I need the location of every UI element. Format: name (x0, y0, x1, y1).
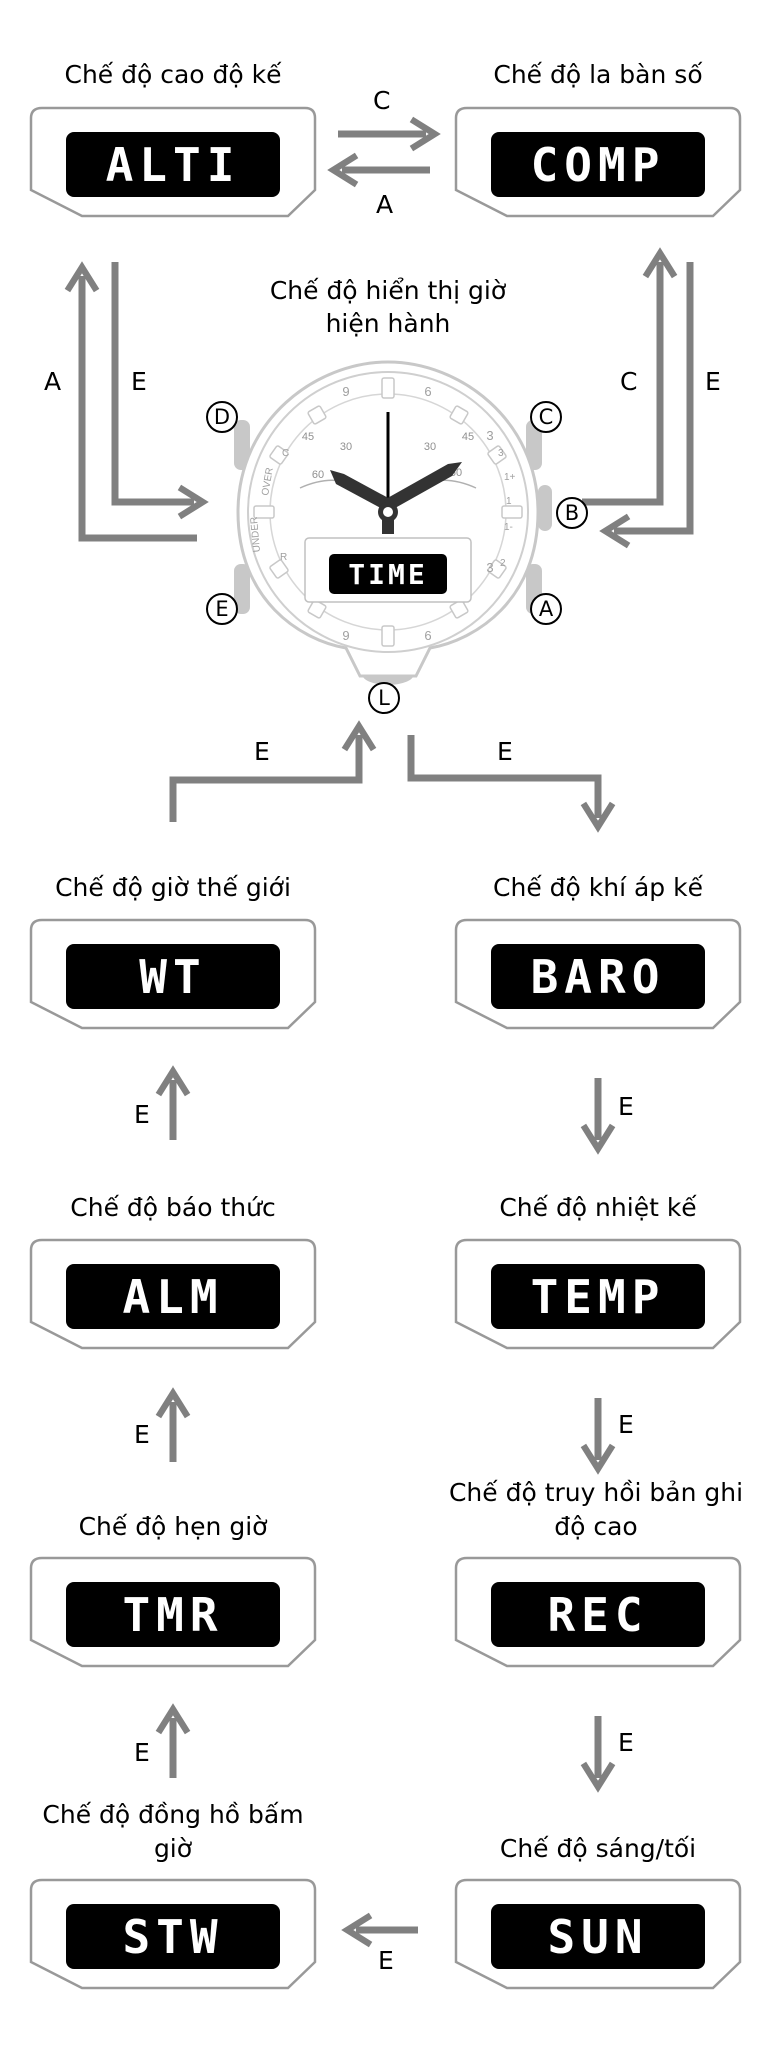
button-l[interactable]: L (368, 682, 400, 714)
lcd-comp: COMP (531, 138, 666, 192)
lcd-sun: SUN (547, 1910, 648, 1964)
key-time-to-comp: C (620, 367, 638, 396)
key-alti-to-comp: C (373, 86, 391, 115)
svg-text:2: 2 (500, 558, 506, 569)
panel-sun: SUN (454, 1878, 742, 1990)
panel-stw: STW (29, 1878, 317, 1990)
label-rec-line1: Chế độ truy hồi bản ghi (448, 1478, 744, 1507)
panel-tmr: TMR (29, 1556, 317, 1668)
watch: 9 6 3 3 6 9 45 30 60 30 60 45 OVER UNDER… (234, 360, 552, 685)
label-wt: Chế độ giờ thế giới (55, 873, 291, 902)
svg-text:1: 1 (506, 496, 512, 507)
svg-text:OVER: OVER (260, 467, 276, 497)
key-stw-to-tmr: E (134, 1738, 150, 1767)
lcd-alm: ALM (122, 1270, 223, 1324)
arrow-wt-to-time (169, 720, 377, 822)
panel-rec: REC (454, 1556, 742, 1668)
button-c[interactable]: C (530, 401, 562, 433)
key-comp-to-time: E (705, 367, 721, 396)
arrow-time-to-alti (64, 261, 197, 542)
svg-text:30: 30 (340, 441, 352, 453)
panel-temp: TEMP (454, 1238, 742, 1350)
svg-text:45: 45 (462, 431, 474, 443)
svg-text:45: 45 (302, 431, 314, 443)
svg-text:9: 9 (342, 384, 349, 399)
lcd-alti: ALTI (106, 138, 241, 192)
key-time-to-baro: E (497, 737, 513, 766)
button-e-body (234, 564, 250, 614)
lcd-temp: TEMP (531, 1270, 666, 1324)
lcd-rec: REC (547, 1588, 648, 1642)
arrow-time-to-baro (407, 735, 616, 833)
label-alm: Chế độ báo thức (70, 1193, 276, 1222)
key-baro-to-temp: E (618, 1092, 634, 1121)
button-d-body (234, 420, 250, 470)
svg-text:9: 9 (342, 628, 349, 643)
button-b-body (538, 485, 552, 531)
label-stw-line2: giờ (153, 1834, 193, 1863)
key-sun-to-stw: E (378, 1946, 394, 1975)
key-comp-to-alti: A (376, 190, 394, 219)
key-alti-to-time: E (131, 367, 147, 396)
key-tmr-to-alm: E (134, 1420, 150, 1449)
arrow-time-to-comp (582, 247, 678, 506)
svg-text:3: 3 (486, 428, 493, 443)
label-temp: Chế độ nhiệt kế (499, 1193, 697, 1222)
panel-comp: COMP (454, 106, 742, 218)
lcd-baro: BARO (531, 950, 666, 1004)
label-time-line1: Chế độ hiển thị giờ (269, 276, 507, 305)
label-stw-line1: Chế độ đồng hồ bấm (42, 1800, 304, 1829)
panel-baro: BARO (454, 918, 742, 1030)
key-wt-to-time: E (254, 737, 270, 766)
key-temp-to-rec: E (618, 1410, 634, 1439)
button-c-body (526, 420, 542, 470)
svg-text:UNDER: UNDER (249, 516, 263, 552)
key-alm-to-wt: E (134, 1100, 150, 1129)
svg-text:1-: 1- (504, 522, 513, 533)
svg-text:3: 3 (486, 560, 493, 575)
button-d[interactable]: D (206, 401, 238, 433)
panel-alti: ALTI (29, 106, 317, 218)
svg-text:60: 60 (312, 469, 324, 481)
lcd-wt: WT (139, 950, 206, 1004)
lcd-stw: STW (122, 1910, 223, 1964)
arrow-alti-to-time (111, 262, 209, 520)
svg-text:1+: 1+ (504, 472, 516, 483)
panel-wt: WT (29, 918, 317, 1030)
label-rec-line2: độ cao (554, 1512, 638, 1541)
button-a[interactable]: A (530, 593, 562, 625)
key-time-to-alti: A (44, 367, 62, 396)
label-baro: Chế độ khí áp kế (493, 873, 703, 902)
svg-text:6: 6 (424, 628, 431, 643)
arrow-comp-to-time (599, 262, 694, 549)
button-e[interactable]: E (206, 593, 238, 625)
label-comp: Chế độ la bàn số (493, 60, 703, 89)
svg-text:C: C (282, 448, 289, 459)
label-time-line2: hiện hành (325, 309, 451, 338)
lcd-time: TIME (348, 558, 427, 591)
svg-text:3: 3 (498, 448, 504, 459)
svg-text:30: 30 (424, 441, 436, 453)
lcd-tmr: TMR (122, 1588, 223, 1642)
button-b[interactable]: B (556, 497, 588, 529)
svg-text:R: R (280, 552, 287, 563)
label-sun: Chế độ sáng/tối (499, 1834, 697, 1863)
label-alti: Chế độ cao độ kế (64, 60, 282, 89)
key-rec-to-sun: E (618, 1728, 634, 1757)
svg-text:6: 6 (424, 384, 431, 399)
panel-alm: ALM (29, 1238, 317, 1350)
label-tmr: Chế độ hẹn giờ (78, 1512, 268, 1541)
